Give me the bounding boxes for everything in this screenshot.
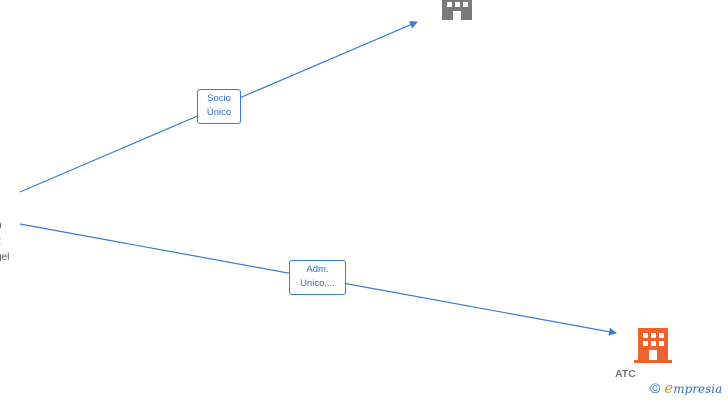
- edge-label-line: Socio: [207, 93, 231, 104]
- edge-label-socio-unico[interactable]: Socio Único: [197, 89, 241, 124]
- person-name-line: gel: [0, 252, 10, 263]
- empresia-watermark: ©empresia: [650, 379, 722, 397]
- brand-initial: e: [664, 379, 674, 397]
- edge-label-line: Único: [206, 107, 232, 118]
- company-label[interactable]: ATC: [615, 368, 636, 380]
- person-name-line: z: [0, 234, 9, 250]
- building-icon[interactable]: [634, 328, 672, 363]
- building-icon[interactable]: [442, 0, 472, 20]
- edge-label-line: Adm.: [306, 264, 329, 275]
- person-name-line: n: [0, 218, 9, 234]
- person-node-label[interactable]: n z gel: [0, 218, 9, 266]
- brand-name: mpresia: [673, 382, 723, 396]
- edge-label-adm-unico[interactable]: Adm. Unico,...: [289, 260, 346, 295]
- edge-label-line: Unico,...: [300, 278, 335, 289]
- copyright-icon: ©: [650, 380, 661, 396]
